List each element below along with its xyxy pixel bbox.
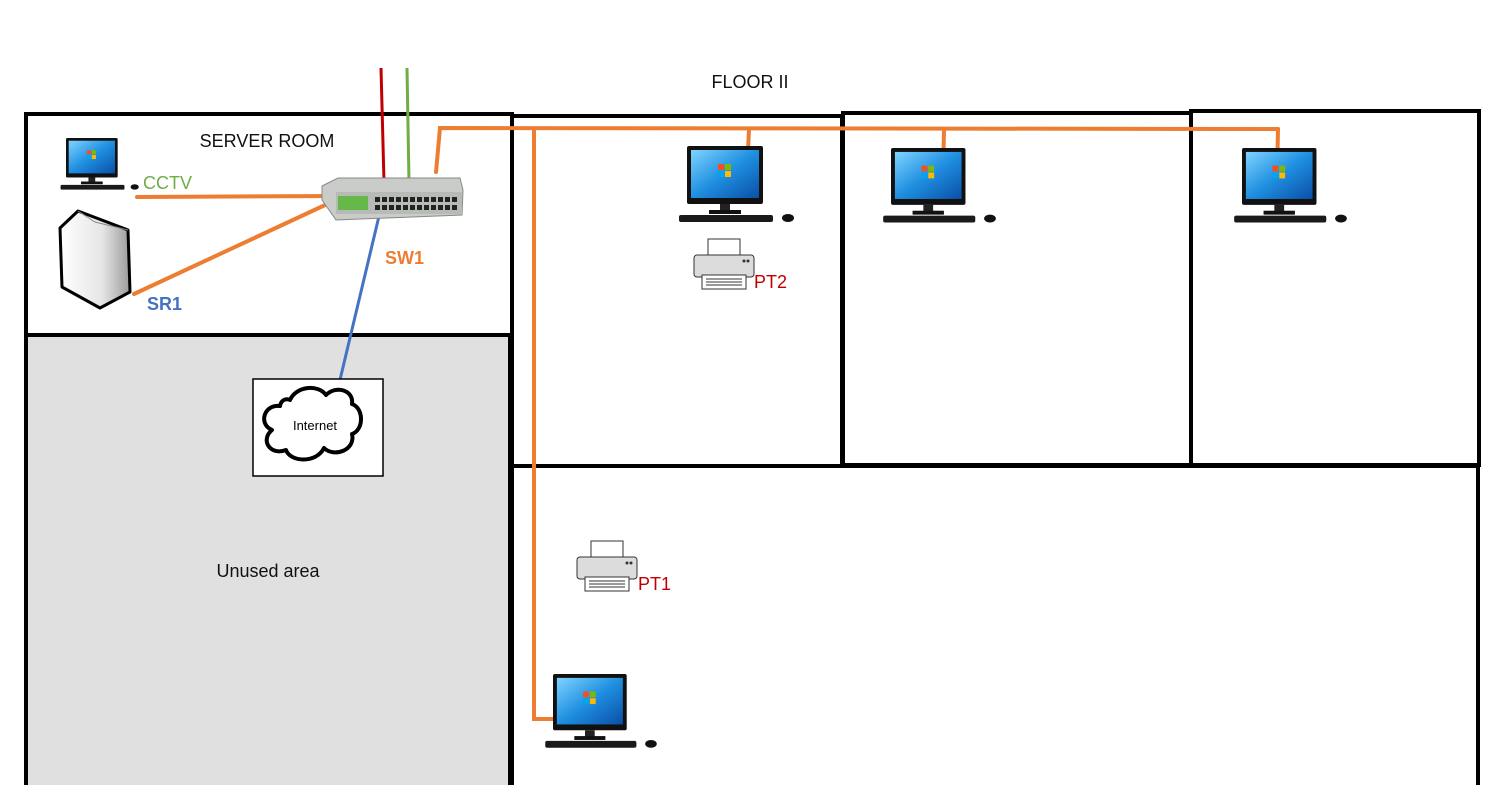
server-tower-icon: [58, 209, 132, 310]
open-area-wall: [510, 464, 1480, 790]
server-cable: [132, 197, 340, 296]
internet-cable: [337, 211, 382, 385]
red-uplink-cable: [379, 67, 386, 183]
desktop-computer-icon: [1234, 148, 1347, 223]
network-switch-icon: [321, 177, 464, 221]
printer-label-pt1: PT1: [638, 574, 671, 594]
server-label: SR1: [147, 294, 182, 314]
desktop-computer-icon: [883, 148, 996, 223]
desktop-computer-icon: [679, 146, 794, 222]
trunk-cable: [434, 125, 1280, 174]
office-room-1-wall: [510, 114, 844, 468]
printer-label-pt2: PT2: [754, 272, 787, 292]
cctv-label: CCTV: [143, 173, 192, 193]
office-room-3-wall: [1189, 109, 1481, 467]
floor-walls: [24, 109, 1481, 790]
cloud-icon: [262, 386, 363, 462]
desktop-computer-icon: [545, 674, 657, 748]
vertical-cable-open-area: [532, 127, 584, 721]
unused-area-label: Unused area: [216, 561, 320, 581]
printer-icon: [576, 540, 638, 592]
internet-label: Internet: [293, 418, 337, 433]
desktop-computer-icon: [60, 138, 139, 190]
green-uplink-cable: [405, 67, 411, 183]
floor-title: FLOOR II: [711, 72, 788, 92]
server-room-label: SERVER ROOM: [200, 131, 335, 151]
printer-icon: [693, 238, 755, 290]
cctv-cable: [135, 194, 338, 199]
switch-label: SW1: [385, 248, 424, 268]
